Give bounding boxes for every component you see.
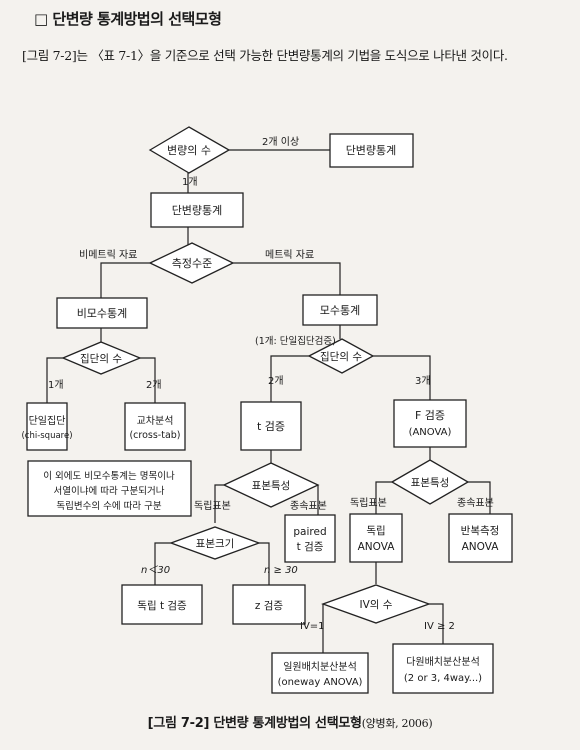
- box-indep-anova: 독립 ANOVA: [349, 513, 403, 563]
- box-f-test-sub: (ANOVA): [409, 427, 452, 438]
- box-indep-anova-label: 독립: [366, 524, 385, 537]
- box-multivariate: 단변량통계: [329, 133, 414, 168]
- connectors: [46, 149, 491, 653]
- edge-nonmetric: 비메트릭 자료: [79, 249, 137, 261]
- box-f-test-label: F 검증: [415, 409, 445, 422]
- box-note: 이 외에도 비모수통계는 명목이나 서열이냐에 따라 구분되거나 독립변수의 수…: [27, 460, 192, 517]
- box-oneway-anova: 일원배치분산분석 (oneway ANOVA): [271, 652, 369, 694]
- note-line-1: 이 외에도 비모수통계는 명목이나: [43, 470, 175, 482]
- decision-sample-size-label: 표본크기: [196, 538, 235, 550]
- box-single-group-label: 단일집단: [29, 415, 66, 427]
- decision-iv: IV의 수: [321, 584, 431, 624]
- box-z-test-label: z 검증: [255, 600, 284, 612]
- edge-one-single: (1개: 단일집단검증): [255, 335, 336, 347]
- box-paired-sub: t 검증: [297, 541, 324, 553]
- decision-group-p-label: 집단의 수: [320, 351, 362, 363]
- edge-n-ge30: n ≥ 30: [264, 565, 298, 576]
- box-z-test: z 검증: [232, 584, 306, 625]
- box-param-label: 모수통계: [320, 304, 360, 317]
- decision-var-count-label: 변량의 수: [167, 144, 211, 157]
- note-line-3: 독립변수의 수에 따라 구분: [56, 500, 161, 512]
- edge-t-dep: 종속표본: [290, 500, 327, 512]
- edge-iv-two: IV ≥ 2: [424, 621, 455, 632]
- edge-p-two: 2개: [268, 375, 284, 387]
- decision-var-count: 변량의 수: [148, 126, 231, 174]
- box-indep-t: 독립 t 검증: [121, 584, 203, 625]
- box-nonparam: 비모수통계: [56, 297, 148, 329]
- box-t-test-label: t 검증: [257, 420, 285, 433]
- box-crosstab-label: 교차분석: [137, 415, 174, 427]
- box-single-group: 단일집단 (chi-square): [21, 402, 73, 451]
- decision-group-p: 집단의 수: [307, 338, 375, 374]
- edge-t-indep: 독립표본: [194, 499, 231, 512]
- box-indep-t-label: 독립 t 검증: [137, 599, 187, 612]
- decision-iv-label: IV의 수: [360, 599, 393, 611]
- decision-measure: 측정수준: [148, 242, 235, 284]
- box-multivariate-label: 단변량통계: [346, 144, 397, 157]
- decision-measure-label: 측정수준: [172, 257, 212, 270]
- box-multiway-anova: 다원배치분산분석 (2 or 3, 4way...): [392, 643, 494, 694]
- caption-main: [그림 7-2] 단변량 통계방법의 선택모형: [147, 716, 362, 731]
- box-oneway-sub: (oneway ANOVA): [278, 677, 363, 688]
- edge-n-lt30: n＜30: [141, 565, 170, 576]
- decision-sample-t-label: 표본특성: [252, 480, 291, 492]
- note-line-2: 서열이냐에 따라 구분되거나: [54, 486, 165, 497]
- box-paired-t: paired t 검증: [284, 514, 336, 563]
- section-heading: □ 단변량 통계방법의 선택모형: [34, 10, 222, 28]
- box-indep-anova-sub: ANOVA: [358, 541, 396, 553]
- box-oneway-label: 일원배치분산분석: [283, 661, 357, 673]
- box-repeated-sub: ANOVA: [462, 541, 500, 553]
- box-univariate: 단변량통계: [150, 192, 244, 228]
- decision-sample-f: 표본특성: [390, 459, 470, 505]
- edge-metric: 메트릭 자료: [265, 249, 314, 261]
- edge-two-or-more: 2개 이상: [262, 136, 299, 148]
- edge-f-dep: 종속표본: [457, 497, 494, 509]
- decision-sample-f-label: 표본특성: [411, 477, 450, 489]
- box-repeated-label: 반복측정: [461, 525, 500, 537]
- edge-f-indep: 독립표본: [350, 496, 387, 509]
- box-nonparam-label: 비모수통계: [77, 307, 128, 320]
- box-crosstab-sub: (cross-tab): [129, 430, 180, 441]
- decision-sample-size: 표본크기: [169, 526, 261, 560]
- box-single-group-sub: (chi-square): [21, 431, 72, 441]
- intro-paragraph: [그림 7-2]는 〈표 7-1〉을 기준으로 선택 가능한 단변량통계의 기법…: [22, 48, 508, 63]
- box-multiway-label: 다원배치분산분석: [406, 656, 480, 668]
- decision-group-np: 집단의 수: [61, 341, 142, 375]
- decision-group-np-label: 집단의 수: [80, 353, 122, 365]
- box-multiway-sub: (2 or 3, 4way...): [404, 673, 482, 684]
- box-f-test: F 검증 (ANOVA): [393, 399, 467, 448]
- edge-np-two: 2개: [146, 379, 162, 391]
- box-univariate-label: 단변량통계: [172, 204, 223, 217]
- box-param: 모수통계: [302, 294, 378, 326]
- caption-source: (양병화, 2006): [361, 717, 433, 730]
- edge-one: 1개: [182, 176, 198, 188]
- box-t-test: t 검증: [240, 401, 302, 451]
- box-paired-label: paired: [293, 526, 326, 538]
- box-repeated-anova: 반복측정 ANOVA: [448, 513, 513, 563]
- edge-labels: 2개 이상 1개 비메트릭 자료 메트릭 자료 (1개: 단일집단검증) 1개 …: [48, 136, 494, 632]
- edge-iv-one: IV=1: [300, 621, 325, 632]
- edge-np-one: 1개: [48, 379, 64, 391]
- edge-p-three: 3개: [415, 375, 431, 387]
- decision-sample-t: 표본특성: [222, 462, 320, 508]
- figure-caption: [그림 7-2] 단변량 통계방법의 선택모형(양병화, 2006): [0, 712, 580, 731]
- box-crosstab: 교차분석 (cross-tab): [124, 402, 186, 451]
